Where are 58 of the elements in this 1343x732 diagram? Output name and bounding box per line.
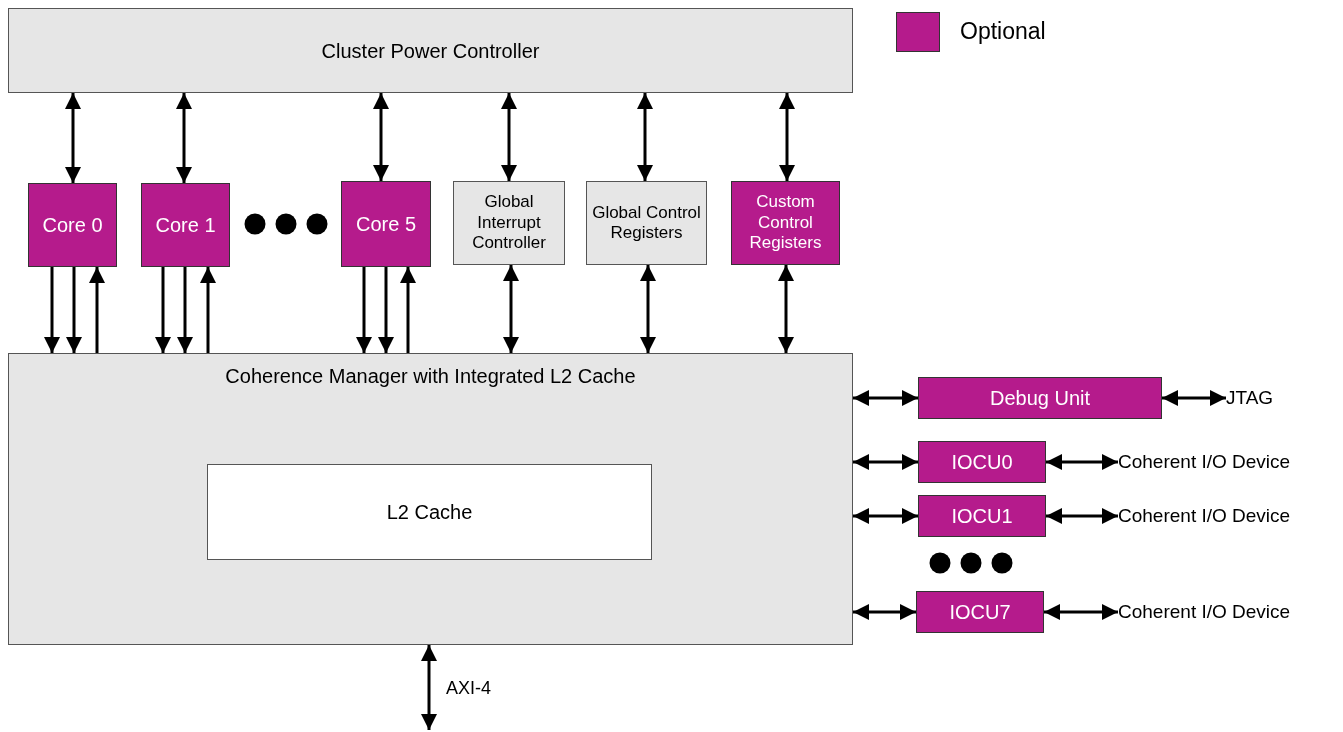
arrow xyxy=(853,390,918,406)
block-label: IOCU7 xyxy=(949,600,1011,624)
arrow xyxy=(640,265,656,353)
arrow xyxy=(400,267,416,353)
block-label: Debug Unit xyxy=(989,386,1091,410)
optional-block-box xyxy=(141,183,230,267)
arrow xyxy=(779,93,795,181)
signal-label: Coherent I/O Device xyxy=(1118,450,1291,474)
arrow xyxy=(1162,390,1226,406)
block-label: L2 Cache xyxy=(386,500,473,524)
arrow xyxy=(1044,604,1118,620)
optional-block-box xyxy=(918,441,1046,483)
block-box xyxy=(8,353,853,645)
optional-block-box xyxy=(341,181,431,267)
arrow xyxy=(89,267,105,353)
signal-label: Coherent I/O Device xyxy=(1118,504,1291,528)
block-label: Global Interrupt Controller xyxy=(471,192,547,254)
arrow xyxy=(378,267,394,353)
arrow xyxy=(853,604,916,620)
block-box xyxy=(586,181,707,265)
block-label: IOCU1 xyxy=(951,504,1013,528)
optional-block-box xyxy=(918,377,1162,419)
block-label: Coherence Manager with Integrated L2 Cache xyxy=(225,364,636,388)
block-box xyxy=(8,8,853,93)
block-box xyxy=(453,181,565,265)
block-label: Core 5 xyxy=(356,212,416,236)
arrow xyxy=(778,265,794,353)
block-label: Custom Control Registers xyxy=(748,192,823,254)
arrow xyxy=(853,454,918,470)
arrow xyxy=(501,93,517,181)
optional-block-box xyxy=(28,183,117,267)
arrow xyxy=(177,267,193,353)
arrow xyxy=(853,508,918,524)
arrow xyxy=(373,93,389,181)
block-box xyxy=(207,464,652,560)
optional-block-box xyxy=(918,495,1046,537)
signal-label: JTAG xyxy=(1226,386,1274,410)
legend-label: Optional xyxy=(960,18,1046,45)
block-label: IOCU0 xyxy=(951,450,1013,474)
block-label: Global Control Registers xyxy=(591,202,702,244)
arrow xyxy=(65,93,81,183)
arrow xyxy=(1046,454,1118,470)
signal-label: Coherent I/O Device xyxy=(1118,600,1291,624)
arrow xyxy=(200,267,216,353)
arrow xyxy=(155,267,171,353)
block-label: Core 0 xyxy=(42,213,103,237)
optional-block-box xyxy=(916,591,1044,633)
optional-block-box xyxy=(731,181,840,265)
arrow xyxy=(1046,508,1118,524)
arrow xyxy=(356,267,372,353)
arrow xyxy=(44,267,60,353)
arrow xyxy=(176,93,192,183)
arrow xyxy=(66,267,82,353)
block-label: Core 1 xyxy=(155,213,216,237)
block-label: Cluster Power Controller xyxy=(321,38,540,63)
arrow xyxy=(637,93,653,181)
arrow xyxy=(503,265,519,353)
arrow xyxy=(421,645,437,730)
